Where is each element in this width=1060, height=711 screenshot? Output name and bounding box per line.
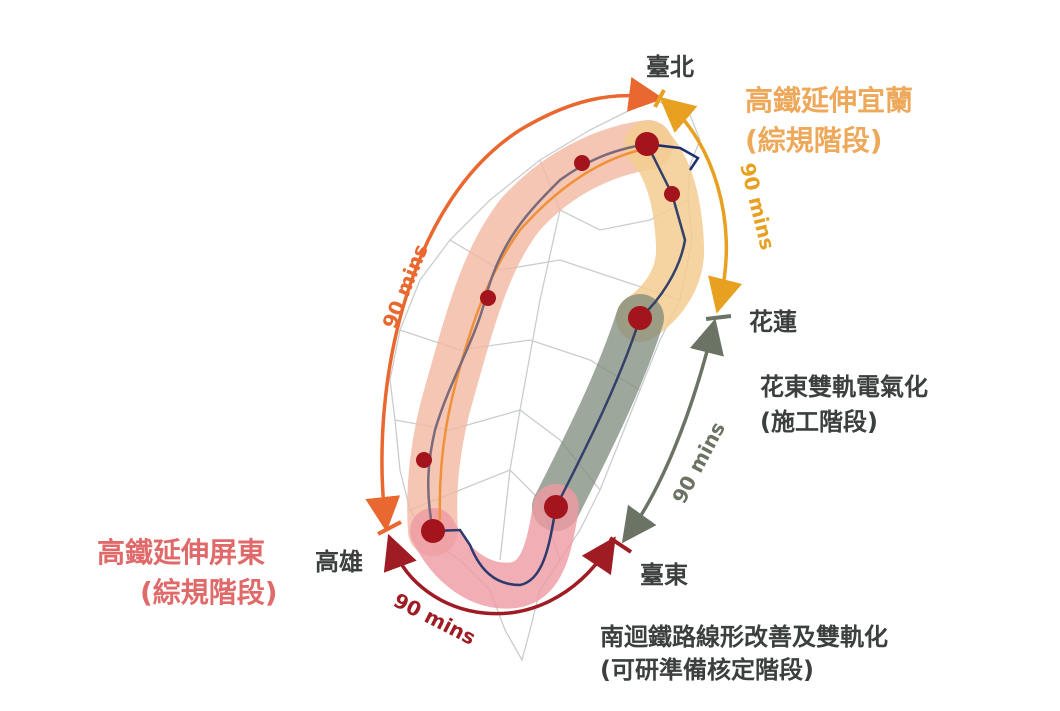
project-south-link-title: 南迴鐵路線形改善及雙軌化 <box>600 623 888 651</box>
project-huadong-title: 花東雙軌電氣化 <box>760 373 928 401</box>
station-taitung <box>544 495 568 519</box>
project-south-link-stage: (可研準備核定階段) <box>600 656 814 684</box>
station-taipei <box>635 132 659 156</box>
tick-kaohsiung <box>377 520 402 536</box>
project-huadong-stage: (施工階段) <box>760 408 878 436</box>
tick-hualien <box>705 314 732 321</box>
label-west-time: 90 mins <box>377 241 432 332</box>
station-tainan <box>416 452 432 468</box>
arrow-west-90min <box>365 77 664 532</box>
city-taitung: 臺東 <box>640 561 688 589</box>
label-east-time: 90 mins <box>667 418 730 508</box>
label-northeast-time: 90 mins <box>735 160 780 252</box>
project-hsr-pingtung-stage: (綜規階段) <box>140 576 278 609</box>
project-hsr-pingtung-title: 高鐵延伸屏東 <box>97 536 265 569</box>
arrow-northeast-90min <box>659 96 743 314</box>
city-hualien: 花蓮 <box>749 308 797 336</box>
project-hsr-yilan-stage: (綜規階段) <box>745 124 883 157</box>
arrow-south-90min <box>383 533 616 616</box>
band-huadong <box>532 294 664 531</box>
city-taipei: 臺北 <box>646 53 694 81</box>
station-taichung <box>480 290 496 306</box>
station-kaohsiung <box>421 519 445 543</box>
arrow-east-90min <box>621 318 724 544</box>
station-hsinchu <box>574 155 590 171</box>
tick-taitung <box>608 536 633 554</box>
station-hualien <box>628 306 652 330</box>
project-hsr-yilan-title: 高鐵延伸宜蘭 <box>745 84 913 117</box>
city-kaohsiung: 高雄 <box>315 548 363 576</box>
station-yilan <box>664 186 680 202</box>
tick-taipei <box>653 89 666 108</box>
